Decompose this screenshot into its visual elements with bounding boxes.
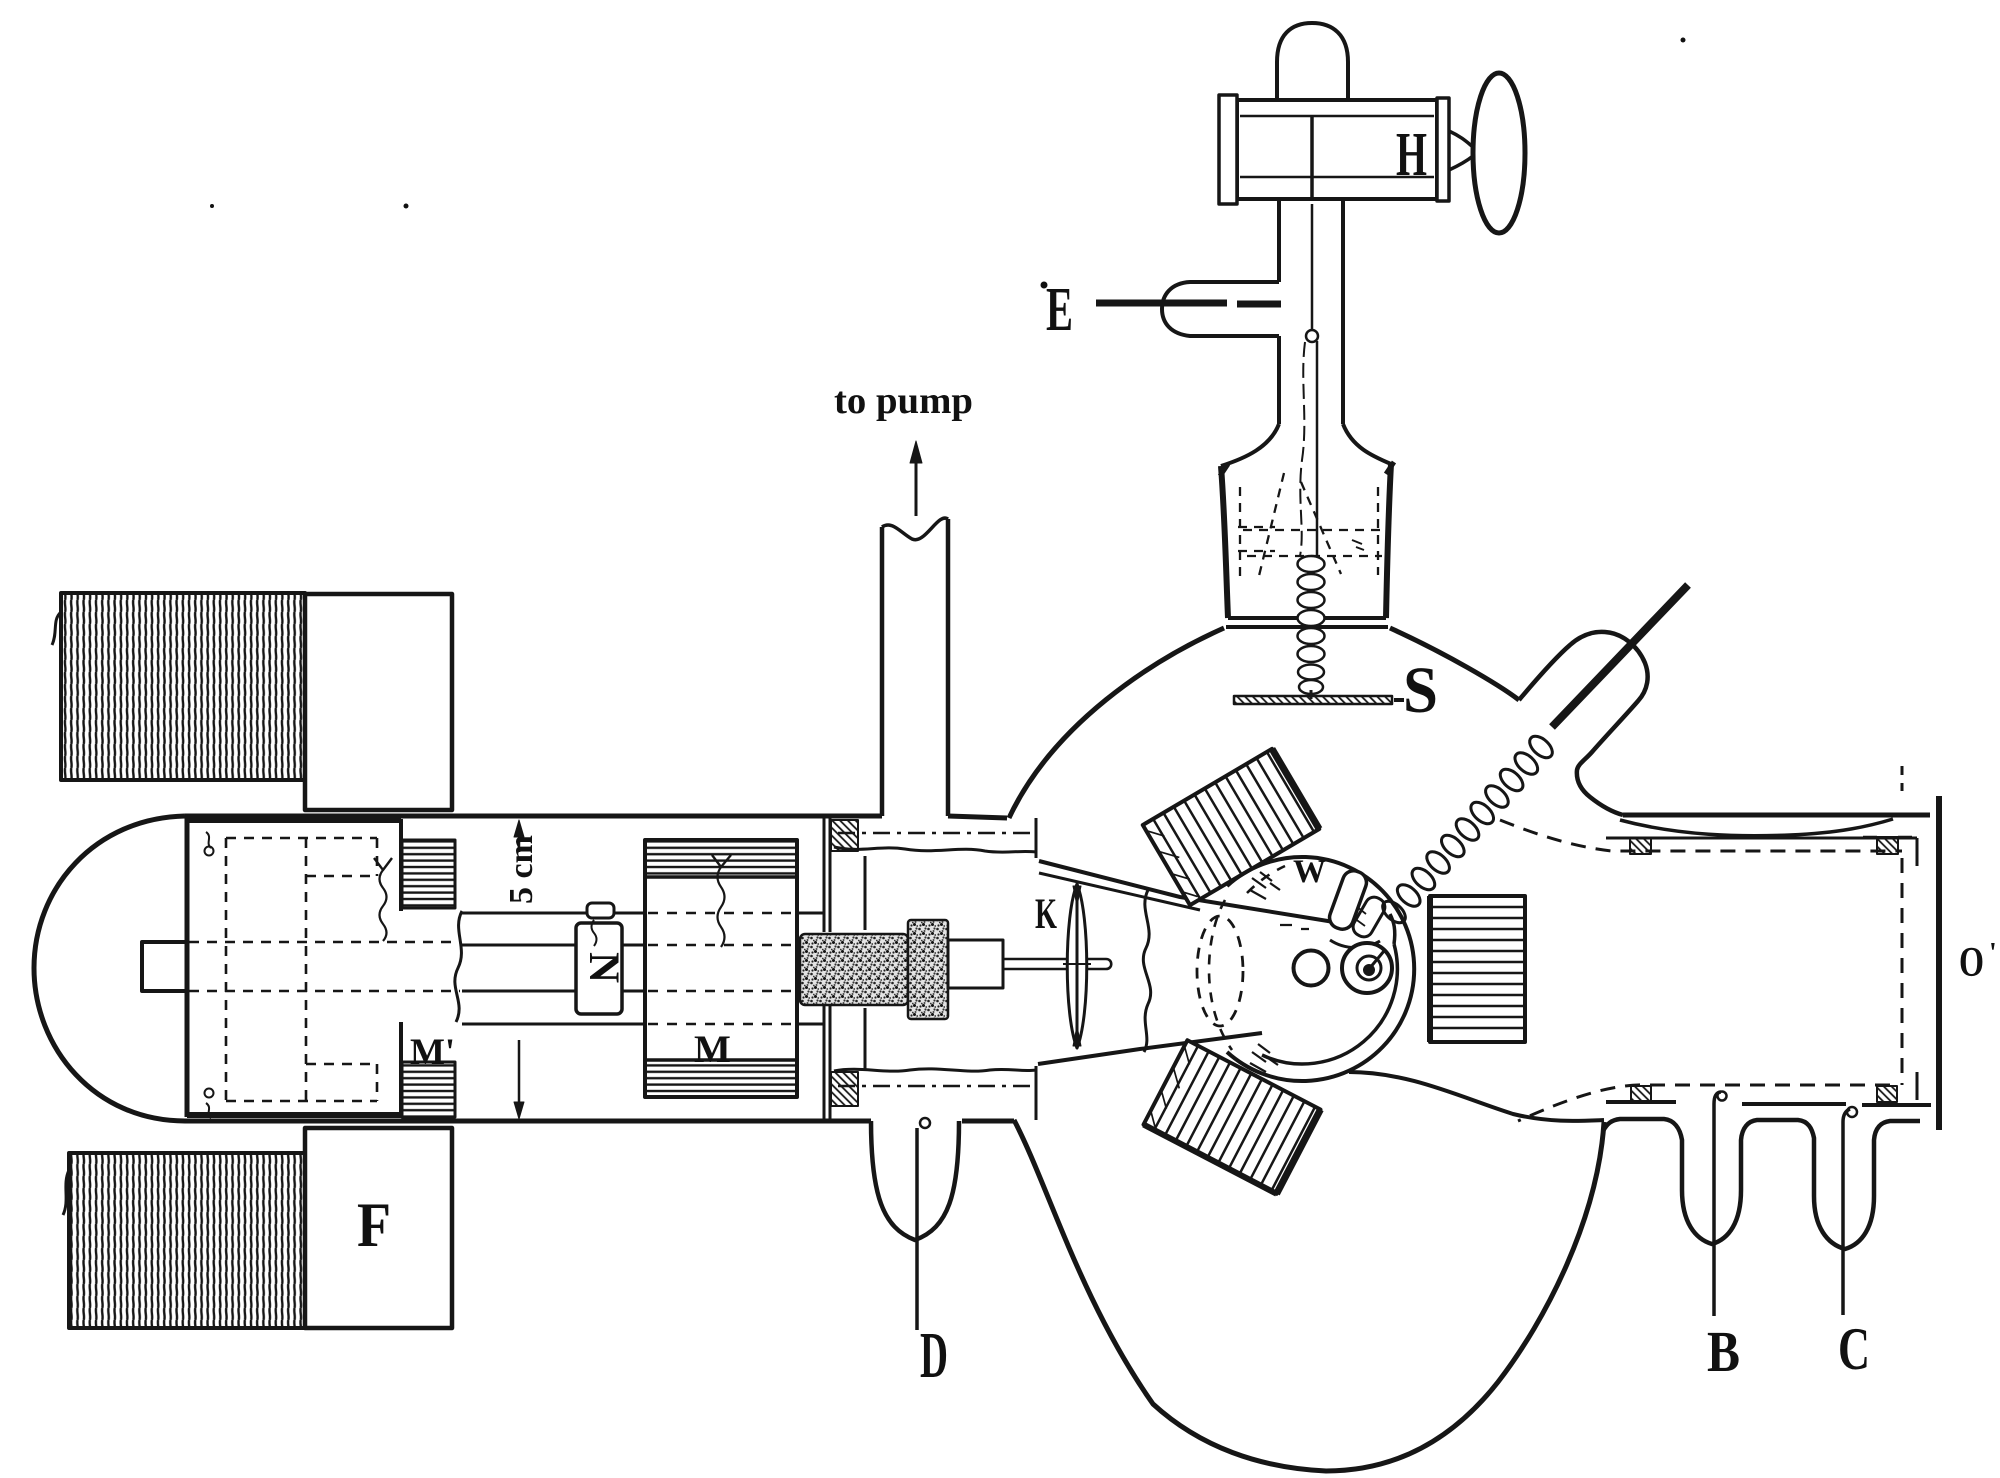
svg-text:F: F [357, 1189, 391, 1260]
svg-text:M': M' [410, 1032, 455, 1073]
svg-text:N: N [580, 952, 627, 983]
svg-text:': ' [1989, 938, 1997, 969]
svg-text:K: K [1035, 891, 1057, 938]
svg-text:E: E [1046, 276, 1073, 344]
svg-text:W: W [1293, 854, 1326, 890]
svg-text:B: B [1707, 1319, 1740, 1384]
svg-text:O: O [1959, 940, 1984, 986]
svg-text:M: M [694, 1028, 731, 1071]
svg-text:S: S [1403, 654, 1438, 727]
svg-text:to pump: to pump [834, 380, 973, 422]
svg-text:C: C [1838, 1316, 1870, 1382]
svg-text:D: D [920, 1319, 948, 1392]
svg-text:H: H [1396, 121, 1427, 189]
svg-text:5 cm: 5 cm [503, 835, 540, 904]
